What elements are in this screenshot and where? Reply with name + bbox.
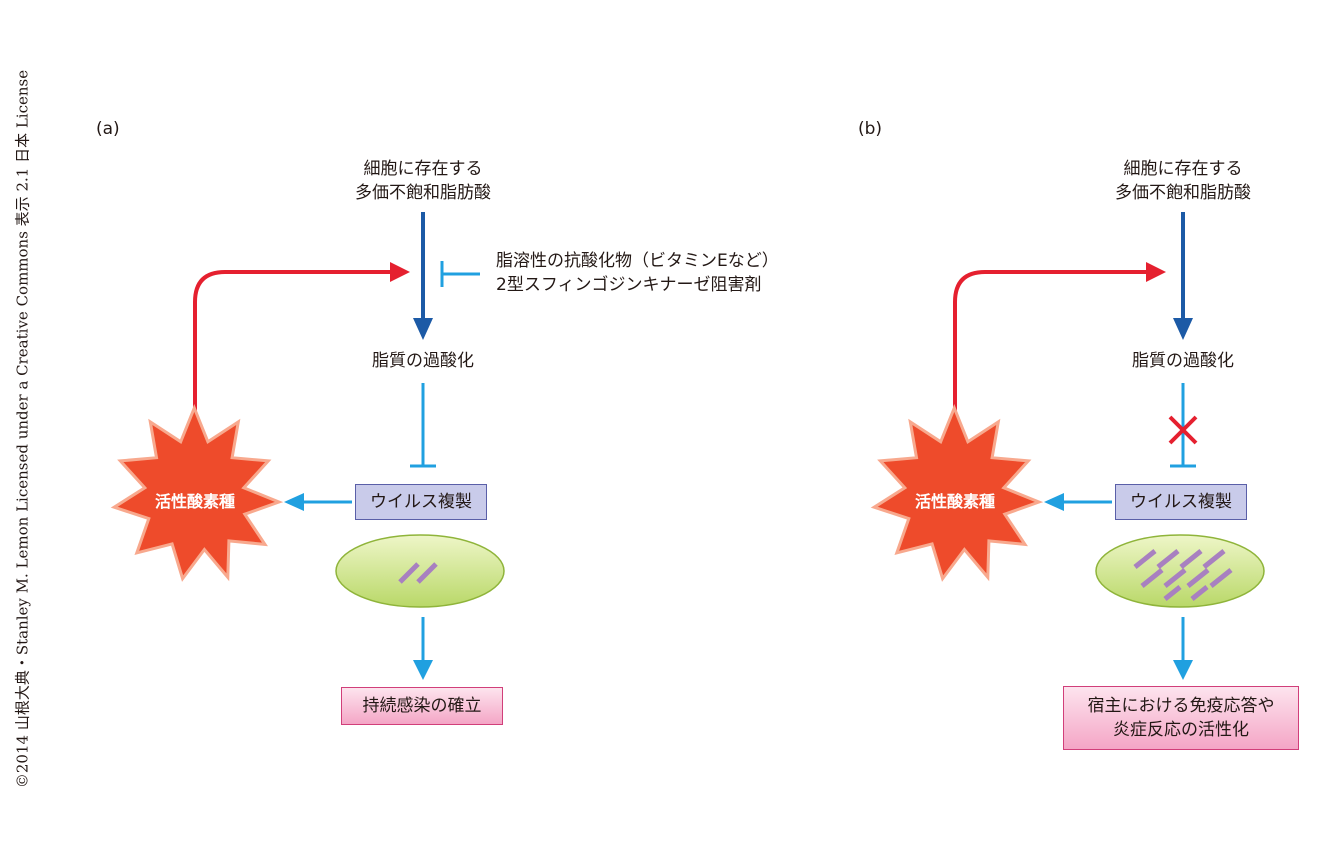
panel-b-outcome-arrowhead — [1173, 660, 1193, 680]
panel-a-label: (a) — [96, 119, 120, 139]
panel-a-ros-feedback-arrowhead — [390, 262, 410, 282]
panel-a-inhibitor-line1: 脂溶性の抗酸化物（ビタミンEなど） — [496, 251, 779, 271]
panel-a-outcome-box: 持続感染の確立 — [341, 687, 503, 725]
panel-b-ros-arrowhead — [1044, 493, 1064, 511]
panel-b-pufa-line1: 細胞に存在する — [1123, 159, 1243, 179]
panel-a-pufa-line1: 細胞に存在する — [363, 159, 483, 179]
panel-a-lipid-peroxidation: 脂質の過酸化 — [372, 351, 474, 371]
panel-b-ros-burst — [870, 403, 1044, 582]
panel-a-inhibitor-line2: 2型スフィンゴジンキナーゼ阻害剤 — [496, 275, 762, 295]
panel-a-pufa-line2: 多価不飽和脂肪酸 — [355, 183, 491, 203]
panel-b-outcome-box: 宿主における免疫応答や 炎症反応の活性化 — [1063, 686, 1299, 750]
panel-a-cell-ellipse — [335, 534, 505, 608]
panel-a-ros-burst — [110, 403, 284, 582]
panel-a-outcome-arrowhead — [413, 660, 433, 680]
panel-b-viral-replication-box: ウイルス複製 — [1115, 484, 1247, 520]
panel-b-ros-label: 活性酸素種 — [914, 492, 996, 511]
copyright-notice: ©2014 山根大典・Stanley M. Lemon Licensed und… — [13, 69, 32, 789]
panel-a-peroxidation-arrowhead — [413, 318, 433, 340]
panel-b-peroxidation-arrowhead — [1173, 318, 1193, 340]
panel-b-label: (b) — [858, 119, 883, 139]
panel-b-cross-mark — [1168, 415, 1198, 445]
panel-b-pufa-line2: 多価不飽和脂肪酸 — [1115, 183, 1251, 203]
panel-a-ros-arrowhead — [284, 493, 304, 511]
panel-a-viral-replication-box: ウイルス複製 — [355, 484, 487, 520]
panel-b-outcome-line2: 炎症反応の活性化 — [1113, 720, 1249, 740]
panel-b-outcome-line1: 宿主における免疫応答や — [1087, 696, 1275, 716]
panel-a-rna-strand — [416, 562, 438, 584]
panel-b-ros-feedback-arrowhead — [1146, 262, 1166, 282]
panel-b-rna-strands — [1133, 549, 1233, 601]
panel-a-ros-label: 活性酸素種 — [154, 492, 236, 511]
panel-b-lipid-peroxidation: 脂質の過酸化 — [1132, 351, 1234, 371]
panel-a-outcome-text: 持続感染の確立 — [362, 696, 482, 716]
panel-a-ros-feedback-arrow — [193, 270, 392, 434]
panel-a-rna-strand — [398, 562, 420, 584]
panel-a-graphics — [110, 212, 505, 680]
panel-b-ros-feedback-arrow — [953, 270, 1148, 434]
panel-b-graphics — [870, 212, 1265, 680]
